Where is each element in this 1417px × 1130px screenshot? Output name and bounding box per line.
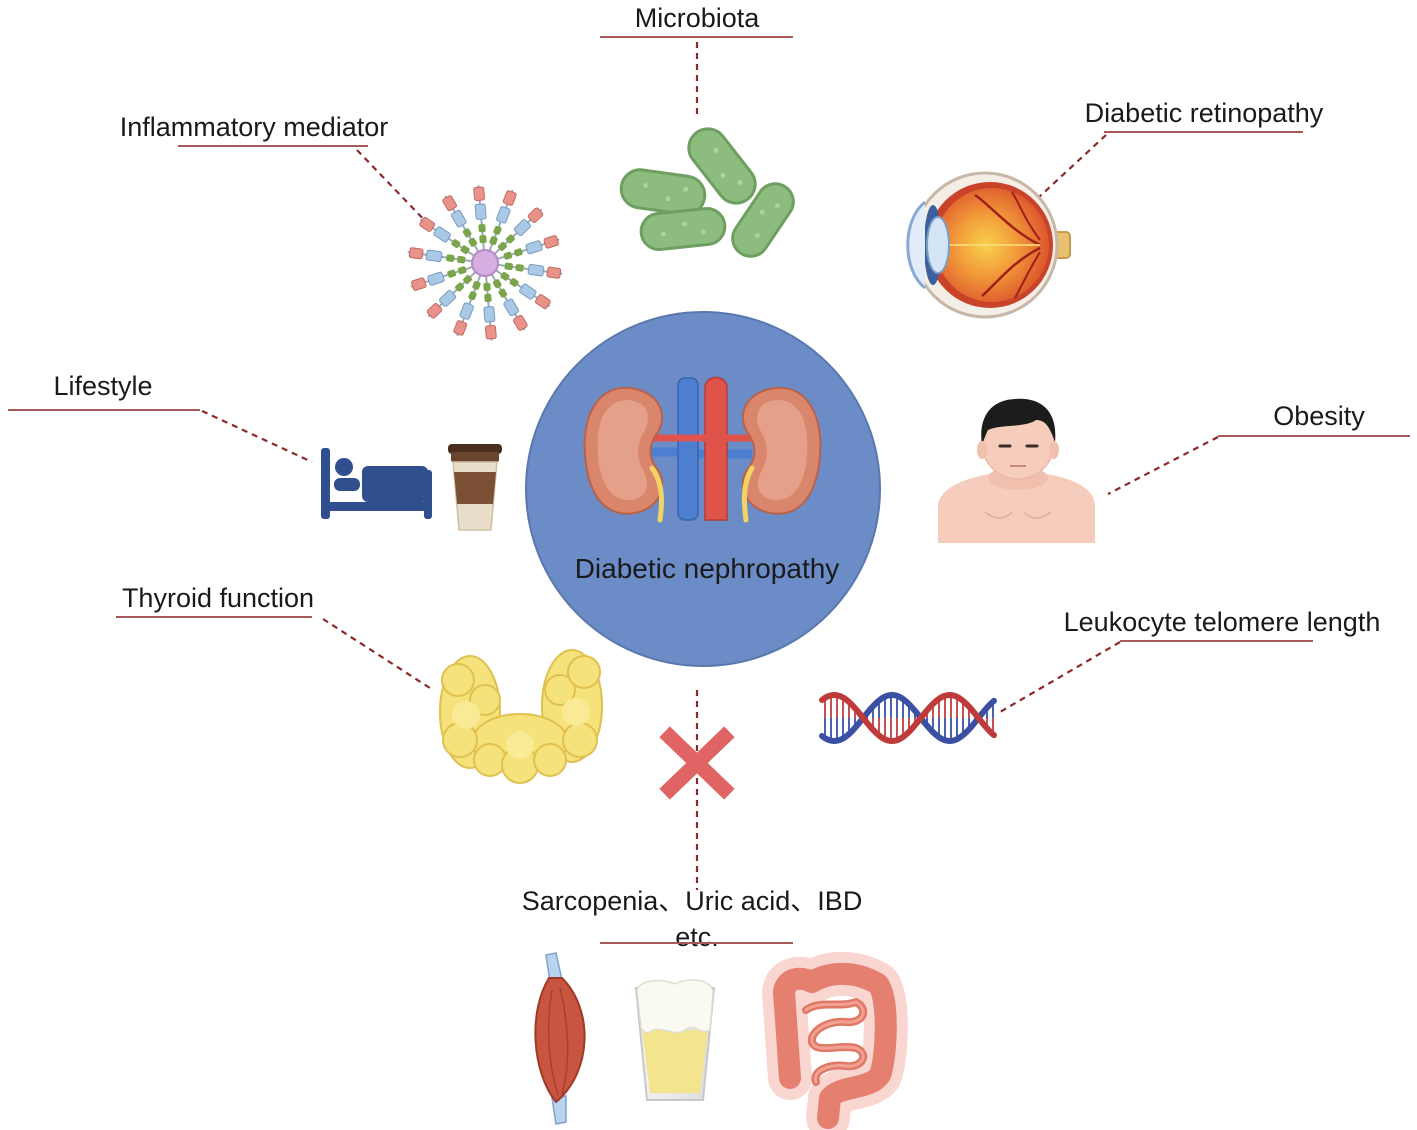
obese-person-icon bbox=[938, 398, 1095, 543]
diabetic-retinopathy-connector bbox=[1037, 134, 1107, 199]
kidneys-icon bbox=[583, 376, 822, 523]
person-ear bbox=[1049, 441, 1059, 459]
person-chest bbox=[984, 511, 1052, 519]
bed-icon bbox=[321, 448, 432, 519]
factor-microbiota: Microbiota bbox=[600, 3, 795, 258]
factor-diabetic-retinopathy: Diabetic retinopathy bbox=[906, 98, 1324, 319]
mediator-spoke bbox=[496, 235, 560, 261]
eye-icon bbox=[906, 171, 1071, 319]
mediator-spoke bbox=[410, 265, 474, 291]
factor-leukocyte-telomere-length: Leukocyte telomere length bbox=[819, 607, 1381, 745]
mediator-spoke bbox=[473, 185, 487, 252]
dna-strand-red bbox=[819, 691, 997, 745]
mediator-spoke bbox=[442, 195, 480, 254]
no-effect-label-line2: etc. bbox=[675, 922, 719, 952]
bacterium bbox=[687, 127, 757, 205]
person-hair bbox=[981, 398, 1056, 445]
right-ureter bbox=[741, 465, 755, 523]
retinal-vessel bbox=[974, 193, 1041, 247]
microbiota-label: Microbiota bbox=[635, 3, 761, 33]
eye-lens bbox=[926, 216, 950, 274]
left-kidney-cortex bbox=[597, 400, 648, 501]
beer-glass-icon bbox=[634, 979, 716, 1101]
vena-cava bbox=[677, 377, 699, 521]
center-circle bbox=[525, 311, 881, 667]
bed-and-coffee-icon bbox=[321, 444, 502, 531]
dna-strand-blue bbox=[819, 691, 997, 745]
inflammatory-mediator-icon bbox=[407, 185, 563, 341]
retinal-vessel bbox=[1011, 191, 1041, 241]
dna-icon bbox=[819, 691, 997, 745]
factor-inflammatory-mediator: Inflammatory mediator bbox=[120, 112, 563, 341]
bacterium bbox=[639, 206, 727, 252]
thyroid-function-label: Thyroid function bbox=[122, 583, 314, 613]
diabetic-retinopathy-label: Diabetic retinopathy bbox=[1085, 98, 1324, 128]
thyroid-icon bbox=[439, 649, 603, 784]
retinal-vessel bbox=[1014, 251, 1041, 299]
muscle-icon bbox=[534, 952, 586, 1125]
no-effect-label-line1: Sarcopenia、Uric acid、IBD bbox=[522, 886, 863, 916]
eye-cornea bbox=[906, 200, 926, 290]
mediator-spoke bbox=[483, 274, 497, 341]
center-label: Diabetic nephropathy bbox=[575, 553, 840, 584]
retinal-vessel bbox=[981, 246, 1041, 297]
mediator-spoke bbox=[490, 272, 528, 331]
bacterium bbox=[619, 168, 707, 216]
lifestyle-connector bbox=[201, 410, 313, 463]
coffee-cup-icon bbox=[448, 444, 502, 531]
mediator-core bbox=[471, 249, 499, 277]
red-cross-icon bbox=[659, 726, 735, 800]
obesity-connector bbox=[1107, 436, 1219, 495]
bacterium bbox=[731, 182, 795, 258]
person-ear bbox=[977, 441, 987, 459]
mediator-spoke bbox=[496, 262, 563, 279]
inflammatory-mediator-connector bbox=[356, 149, 433, 229]
inflammatory-mediator-label: Inflammatory mediator bbox=[120, 112, 389, 142]
factor-thyroid-function: Thyroid function bbox=[116, 583, 603, 784]
mediator-spoke bbox=[426, 270, 477, 319]
factor-lifestyle: Lifestyle bbox=[8, 371, 502, 531]
intestine-icon bbox=[762, 951, 908, 1130]
mediator-spokes bbox=[407, 185, 563, 341]
factor-obesity: Obesity bbox=[938, 398, 1410, 543]
aorta bbox=[704, 376, 728, 521]
mediator-spoke bbox=[493, 207, 544, 256]
factor-no-effect: Sarcopenia、Uric acid、IBD etc. bbox=[522, 690, 908, 1130]
mediator-spoke bbox=[488, 189, 517, 253]
leukocyte-telomere-length-connector bbox=[999, 641, 1121, 713]
bacteria-icon bbox=[619, 127, 795, 258]
mediator-spoke bbox=[494, 268, 551, 310]
center-node: Diabetic nephropathy bbox=[525, 311, 881, 667]
right-kidney-cortex bbox=[757, 400, 808, 501]
mediator-spoke bbox=[453, 273, 482, 337]
mediator-spoke bbox=[407, 247, 474, 264]
lifestyle-label: Lifestyle bbox=[53, 371, 152, 401]
thyroid-function-connector bbox=[322, 618, 434, 691]
left-ureter bbox=[649, 465, 665, 523]
person-body bbox=[938, 474, 1095, 543]
leukocyte-telomere-length-label: Leukocyte telomere length bbox=[1064, 607, 1381, 637]
obesity-label: Obesity bbox=[1273, 401, 1365, 431]
mediator-spoke bbox=[419, 216, 476, 258]
